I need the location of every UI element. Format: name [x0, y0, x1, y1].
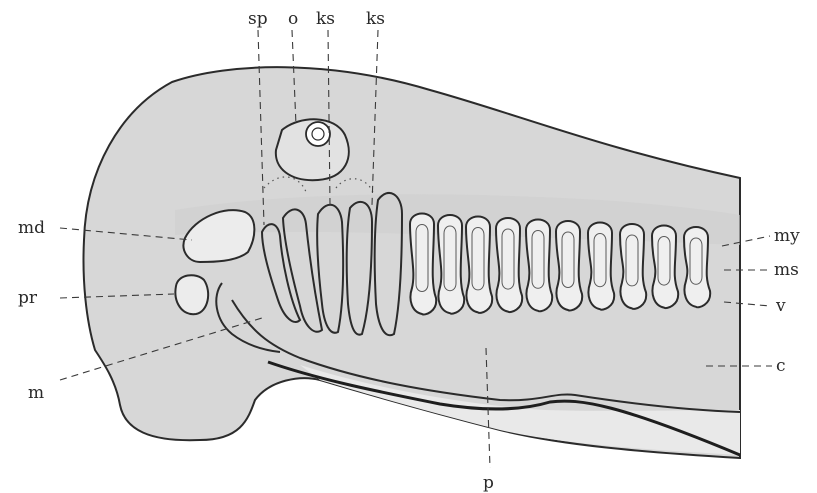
somite — [438, 215, 464, 314]
label-m: m — [28, 383, 44, 403]
somite — [556, 221, 582, 310]
label-v: v — [775, 296, 786, 316]
label-ms: ms — [774, 260, 799, 280]
somite — [496, 218, 522, 312]
premandibular-head-cavity — [175, 275, 208, 314]
label-pr: pr — [18, 288, 38, 308]
somite — [684, 227, 710, 307]
label-o: o — [288, 9, 298, 29]
somite — [466, 217, 492, 313]
somite — [526, 220, 552, 312]
somite — [410, 214, 436, 315]
somite — [588, 223, 614, 310]
label-ks-2: ks — [366, 9, 385, 29]
label-md: md — [18, 218, 45, 238]
somite — [620, 224, 646, 309]
label-p: p — [483, 473, 494, 493]
somite-series — [410, 214, 710, 315]
optic-lens — [306, 122, 330, 146]
label-sp: sp — [248, 9, 268, 29]
label-c: c — [776, 356, 786, 376]
label-ks-1: ks — [316, 9, 335, 29]
somite — [652, 226, 678, 309]
label-my: my — [774, 226, 800, 246]
